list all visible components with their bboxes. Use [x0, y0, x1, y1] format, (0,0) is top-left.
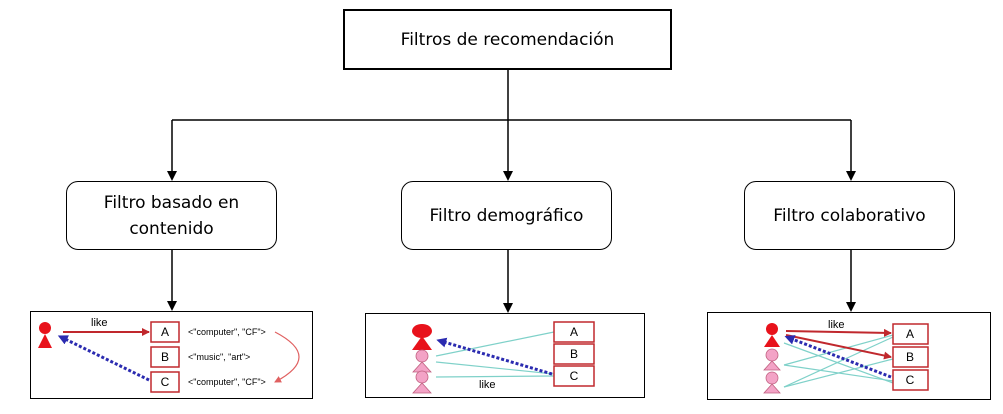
user-icon-3	[415, 370, 429, 384]
user-icon-2	[765, 348, 779, 362]
item-c-tags: <"computer", "CF">	[188, 377, 266, 387]
user-icon-2	[415, 349, 429, 363]
demographic-filter-figure: A B C like	[412, 321, 595, 394]
content-filter-label-line1: Filtro basado en	[103, 192, 240, 213]
figure-text: B	[570, 347, 578, 361]
item-box-c	[553, 365, 595, 387]
content-filter-figure: like A B C <"computer", "CF"> <"music", …	[38, 317, 300, 393]
item-box-a	[892, 323, 929, 345]
like-label: like	[91, 317, 108, 329]
collaborative-filter-figure: like A B C	[763, 319, 929, 394]
root-label: Filtros de recomendación	[400, 29, 615, 50]
like-label: like	[479, 379, 496, 391]
content-filter-label-line2: contenido	[129, 218, 214, 239]
recommend-arrow	[784, 335, 892, 379]
user-icon-3	[765, 371, 779, 385]
active-user-icon	[766, 323, 778, 335]
item-box-b	[892, 346, 929, 368]
item-box-a	[553, 321, 595, 343]
item-box-c	[892, 369, 929, 391]
demographic-filter-label: Filtro demográfico	[429, 205, 584, 226]
item-box-a	[150, 321, 180, 343]
demographic-filter-illustration: A B C like	[365, 313, 645, 398]
node-collaborative-filter: Filtro colaborativo	[744, 181, 955, 250]
like-arrow-b	[785, 334, 892, 360]
figure-text: A	[161, 325, 169, 339]
recommend-arrow	[57, 335, 150, 382]
figure-text: C	[161, 375, 170, 389]
figure-text: A	[570, 325, 578, 339]
root-node: Filtros de recomendación	[343, 9, 672, 70]
similarity-arc	[274, 331, 300, 383]
figure-text: B	[161, 350, 169, 364]
collaborative-filter-illustration: like A B C	[707, 312, 991, 400]
item-b-tags: <"music", "art">	[188, 352, 250, 362]
active-user-icon	[412, 324, 432, 338]
item-box-c	[150, 371, 180, 393]
figure-text: A	[906, 327, 914, 341]
figure-text: C	[906, 373, 915, 387]
figure-text: B	[906, 350, 914, 364]
node-content-filter: Filtro basado en contenido	[66, 181, 277, 250]
item-a-tags: <"computer", "CF">	[188, 327, 266, 337]
item-box-b	[553, 343, 595, 365]
figure-text: C	[570, 369, 579, 383]
active-user-icon	[39, 322, 51, 334]
recommend-arrow	[436, 337, 553, 376]
content-filter-illustration: like A B C <"computer", "CF"> <"music", …	[30, 311, 313, 399]
node-demographic-filter: Filtro demográfico	[401, 181, 612, 250]
like-arrow-a	[785, 328, 892, 337]
collaborative-filter-label: Filtro colaborativo	[773, 205, 926, 226]
item-box-b	[150, 346, 180, 368]
like-label: like	[828, 319, 845, 331]
